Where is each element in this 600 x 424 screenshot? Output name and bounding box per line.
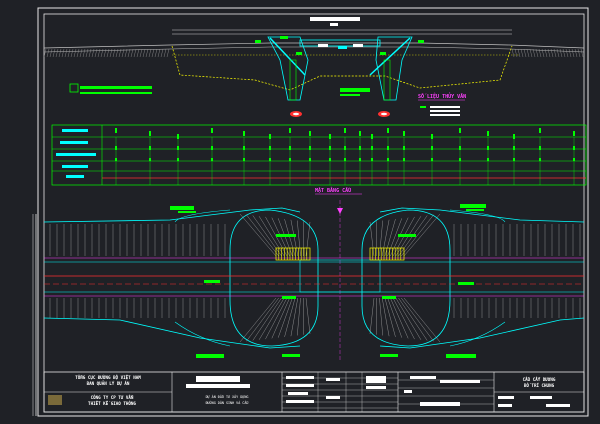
project-line1: DỰ ÁN ĐẦU TƯ XÂY DỰNG (206, 394, 249, 399)
design-line1: CÔNG TY CP TƯ VẤN (91, 395, 134, 400)
sheet-outer-frame (37, 7, 589, 417)
bridge-plan: MẶT BẰNG CẦU (43, 186, 585, 360)
sheet-title-line2: BỐ TRÍ CHUNG (524, 383, 555, 388)
sheet-title-line1: CẦU CẤY DƯƠNG (523, 377, 556, 382)
agency-line1: TỔNG CỤC ĐƯỜNG BỘ VIỆT NAM (75, 375, 141, 380)
title-block: TỔNG CỤC ĐƯỜNG BỘ VIỆT NAM BAN QUẢN LÝ D… (43, 371, 585, 413)
sheet-inner-frame (43, 13, 585, 413)
north-arrow-icon (337, 208, 343, 214)
profile-table (51, 124, 587, 186)
company-logo (48, 395, 62, 405)
design-line2: THIẾT KẾ GIAO THÔNG (88, 401, 136, 406)
geology-title: SỐ LIỆU THỦY VĂN (418, 92, 466, 100)
plan-title: MẶT BẰNG CẦU (315, 186, 351, 194)
project-line2: ĐƯỜNG DÂN SINH VÀ CẦU (206, 400, 249, 405)
bridge-elevation: SỐ LIỆU THỦY VĂN (43, 17, 585, 117)
agency-line2: BAN QUẢN LÝ DỰ ÁN (87, 381, 130, 386)
